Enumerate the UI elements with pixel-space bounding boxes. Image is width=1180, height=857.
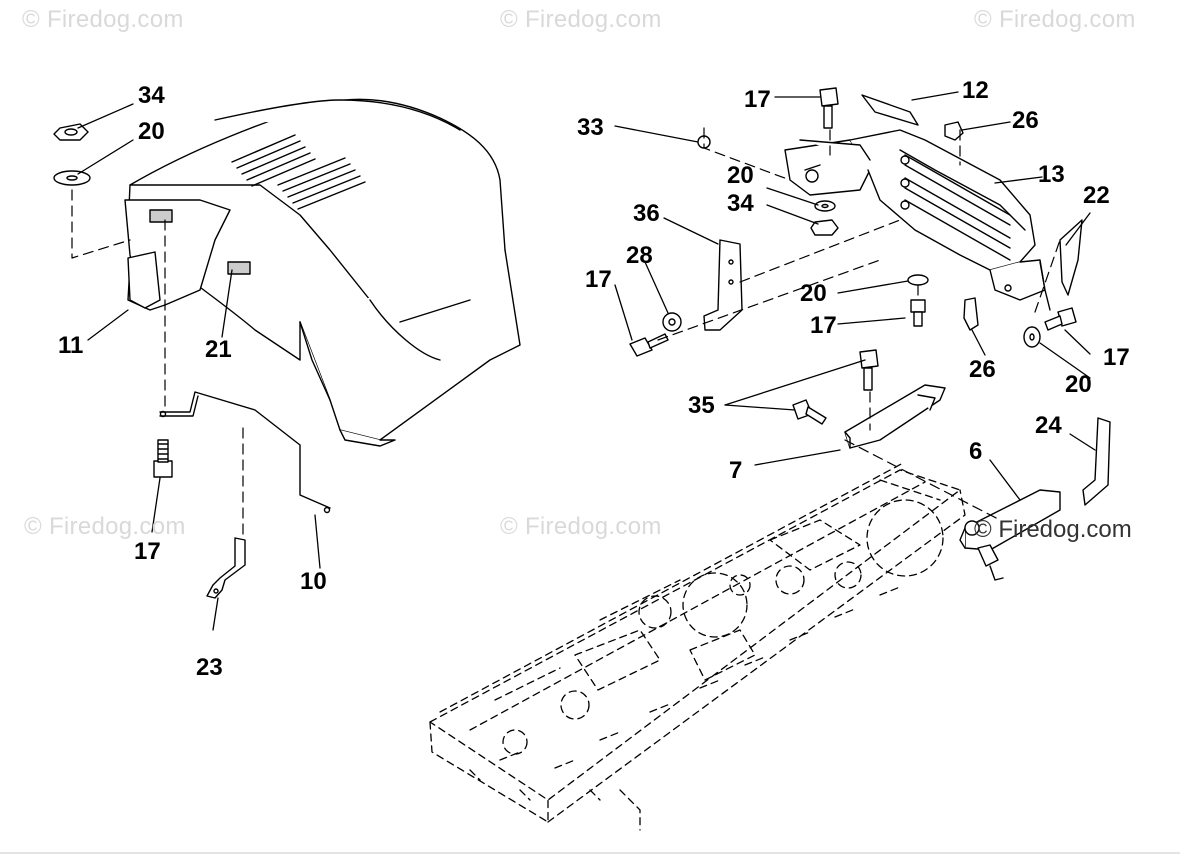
watermark-top-left: © Firedog.com bbox=[22, 6, 184, 33]
bracket-6 bbox=[959, 489, 1061, 581]
assembly-lines-left bbox=[71, 189, 244, 536]
leader-lines bbox=[77, 91, 1096, 631]
callout-34-center: 34 bbox=[727, 190, 754, 217]
bracket-36 bbox=[703, 239, 743, 331]
callout-17-top: 17 bbox=[744, 86, 771, 113]
clip-26-low bbox=[963, 297, 979, 331]
callout-11: 11 bbox=[58, 332, 84, 359]
callout-35: 35 bbox=[688, 392, 715, 419]
callout-26-low: 26 bbox=[969, 356, 996, 383]
watermark-mid-center: © Firedog.com bbox=[500, 513, 662, 540]
callout-6: 6 bbox=[969, 438, 983, 465]
part-24 bbox=[1082, 417, 1111, 506]
watermark-top-center: © Firedog.com bbox=[500, 6, 662, 33]
callout-36: 36 bbox=[633, 200, 660, 227]
washer-20-low bbox=[907, 274, 929, 286]
part-11 bbox=[127, 251, 161, 309]
callout-33: 33 bbox=[577, 114, 604, 141]
callout-24: 24 bbox=[1035, 412, 1062, 439]
callout-12: 12 bbox=[962, 77, 989, 104]
bolt-17-left bbox=[629, 333, 669, 357]
bolts-35 bbox=[792, 349, 879, 425]
bottom-divider bbox=[0, 852, 1180, 854]
callout-26-top: 26 bbox=[1012, 107, 1039, 134]
assembly-lines-right bbox=[657, 127, 1061, 521]
bolt-17-low bbox=[910, 299, 926, 327]
callout-17-low: 17 bbox=[810, 312, 837, 339]
watermark-mid-left: © Firedog.com bbox=[24, 513, 186, 540]
callout-22: 22 bbox=[1083, 182, 1110, 209]
callout-17-left-grille: 17 bbox=[585, 266, 612, 293]
callout-34-left: 34 bbox=[138, 82, 165, 109]
bracket-7 bbox=[844, 384, 946, 449]
lock-washer-28 bbox=[662, 312, 682, 332]
hood-rod bbox=[159, 391, 331, 514]
washer-20-right bbox=[1023, 326, 1041, 348]
callout-17-left: 17 bbox=[134, 538, 161, 565]
washer-20-center bbox=[814, 200, 836, 212]
callout-17-right: 17 bbox=[1103, 344, 1130, 371]
watermark-top-right: © Firedog.com bbox=[974, 6, 1136, 33]
part-12 bbox=[861, 94, 919, 126]
grille-housing bbox=[784, 129, 1051, 311]
watermark-mid-right: © Firedog.com bbox=[974, 516, 1132, 543]
grille-bolts bbox=[900, 155, 1012, 292]
hood-vent-grille bbox=[231, 134, 366, 210]
callout-20-left: 20 bbox=[138, 118, 165, 145]
washer-20-left bbox=[53, 170, 91, 186]
part-22 bbox=[1059, 219, 1083, 296]
callout-28: 28 bbox=[626, 242, 653, 269]
clip-26-top bbox=[944, 121, 964, 141]
bolt-left bbox=[153, 439, 173, 478]
callout-23: 23 bbox=[196, 654, 223, 681]
callout-20-low: 20 bbox=[800, 280, 827, 307]
callout-20-right: 20 bbox=[1065, 371, 1092, 398]
callout-13: 13 bbox=[1038, 161, 1065, 188]
callout-10: 10 bbox=[300, 568, 327, 595]
callout-20-center: 20 bbox=[727, 162, 754, 189]
chassis-frame bbox=[429, 461, 966, 831]
bolt-17-right bbox=[1044, 307, 1077, 331]
callout-7: 7 bbox=[729, 457, 743, 484]
bolt-17-top bbox=[819, 87, 839, 129]
callout-21: 21 bbox=[205, 336, 232, 363]
bracket-23 bbox=[206, 537, 246, 599]
